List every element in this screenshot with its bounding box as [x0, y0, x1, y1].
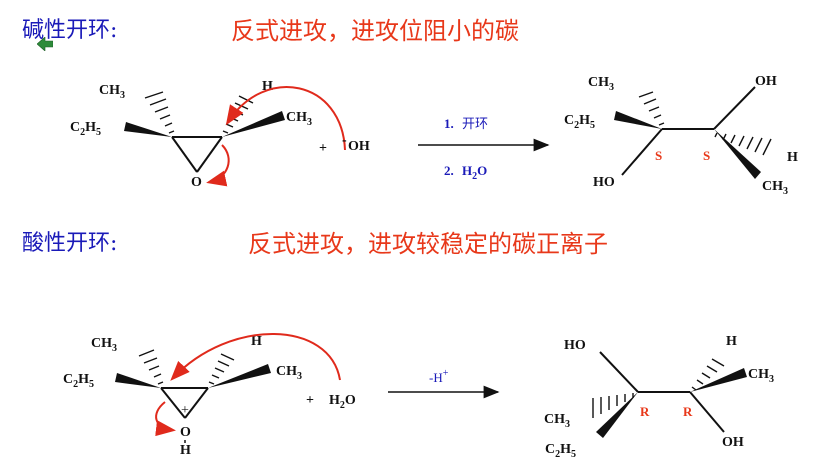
hashed-bond: [208, 353, 235, 385]
p1-stereo-label-left: S: [655, 148, 662, 163]
p1-right-h: H: [787, 150, 798, 165]
epoxide-co-bond-left: [171, 136, 198, 173]
r1-step2-number: 2.: [444, 163, 454, 178]
hashed-bond: [714, 132, 772, 156]
r2-right-top-h: H: [251, 334, 262, 349]
p2-right-bottom-oh: OH: [722, 435, 744, 450]
p2-left-ch3: CH3: [544, 412, 570, 430]
p2-left-bottom-c2h5: C2H5: [545, 442, 576, 460]
hashed-bond: [144, 91, 175, 134]
epoxide-co-bond-left: [160, 387, 186, 419]
wedge-bond: [714, 129, 761, 179]
wedge-bond: [124, 122, 172, 137]
p2-stereo-label-right: R: [683, 404, 693, 419]
p2-right-top-h: H: [726, 334, 737, 349]
product-c-oh-bond: [713, 86, 756, 130]
hashed-bond: [138, 349, 164, 385]
product-c-oh-bond: [621, 128, 663, 176]
r1-right-top-h: H: [262, 79, 273, 94]
r2-plus-sign: +: [306, 393, 314, 408]
r2-oxygen-charge: +: [181, 403, 189, 418]
basic-ring-opening-label: 碱性开环:: [22, 18, 118, 43]
r2-oxygen: O: [180, 425, 191, 440]
r2-ring-opening-arrow: [155, 401, 176, 437]
hashed-bond: [638, 91, 665, 126]
epoxide-co-bond-right: [184, 387, 209, 419]
r1-nucleophile-attack-arrow: [225, 86, 346, 151]
wedge-bond: [208, 364, 271, 388]
r1-hydroxide: OH: [348, 139, 370, 154]
r1-oh-charge: -: [342, 133, 347, 148]
p1-left-top-ch3: CH3: [588, 75, 614, 93]
r2-condition: -H+: [429, 368, 449, 385]
r2-right-ch3: CH3: [276, 364, 302, 382]
wedge-bond: [614, 111, 662, 129]
r1-left-top-ch3: CH3: [99, 83, 125, 101]
basic-ring-opening-description: 反式进攻，进攻位阻小的碳: [231, 17, 519, 45]
r1-step1-number: 1.: [444, 116, 454, 131]
acidic-ring-opening-label: 酸性开环:: [22, 231, 118, 256]
r1-left-c2h5: C2H5: [70, 120, 101, 138]
wedge-bond: [596, 392, 638, 438]
r2-oxygen-h: H: [180, 443, 191, 458]
p1-left-bottom-ho: HO: [593, 175, 615, 190]
product-c-oh-bond: [689, 391, 725, 433]
p2-right-ch3: CH3: [748, 367, 774, 385]
r2-left-c2h5: C2H5: [63, 372, 94, 390]
epoxide-co-bond-right: [196, 136, 223, 173]
r2-water: H2O: [329, 393, 356, 411]
product-c-oh-bond: [599, 351, 639, 393]
acidic-ring-opening-description: 反式进攻，进攻较稳定的碳正离子: [248, 230, 608, 258]
reaction1-reactant-epoxide: CH3 C2H5 H CH3 O: [70, 79, 312, 190]
p1-left-c2h5: C2H5: [564, 113, 595, 131]
back-arrow-icon[interactable]: [37, 37, 53, 51]
p1-right-top-oh: OH: [755, 74, 777, 89]
p2-stereo-label-left: R: [640, 404, 650, 419]
reaction2-product: HO CH3 C2H5 H CH3 OH R R: [544, 334, 774, 460]
wedge-bond: [690, 368, 747, 392]
p1-stereo-label-right: S: [703, 148, 710, 163]
r2-water-attack-arrow: [170, 333, 341, 381]
r1-step1-text: 开环: [462, 117, 488, 132]
wedge-bond: [115, 373, 161, 388]
hashed-bond: [691, 358, 725, 391]
reaction2-reactant-protonated-epoxide: CH3 C2H5 H CH3 O + H: [63, 334, 302, 458]
p2-left-top-ho: HO: [564, 338, 586, 353]
r1-oxygen: O: [191, 175, 202, 190]
p1-right-bottom-ch3: CH3: [762, 179, 788, 197]
wedge-bond: [222, 111, 285, 137]
r1-step2-text: H2O: [462, 163, 487, 182]
r1-plus-sign: +: [319, 141, 327, 156]
r1-ring-opening-arrow: [206, 144, 230, 187]
r2-left-top-ch3: CH3: [91, 336, 117, 354]
reaction1-product: CH3 C2H5 HO OH H CH3 S S: [564, 74, 798, 197]
r1-right-ch3: CH3: [286, 110, 312, 128]
hashed-bond: [592, 393, 634, 418]
